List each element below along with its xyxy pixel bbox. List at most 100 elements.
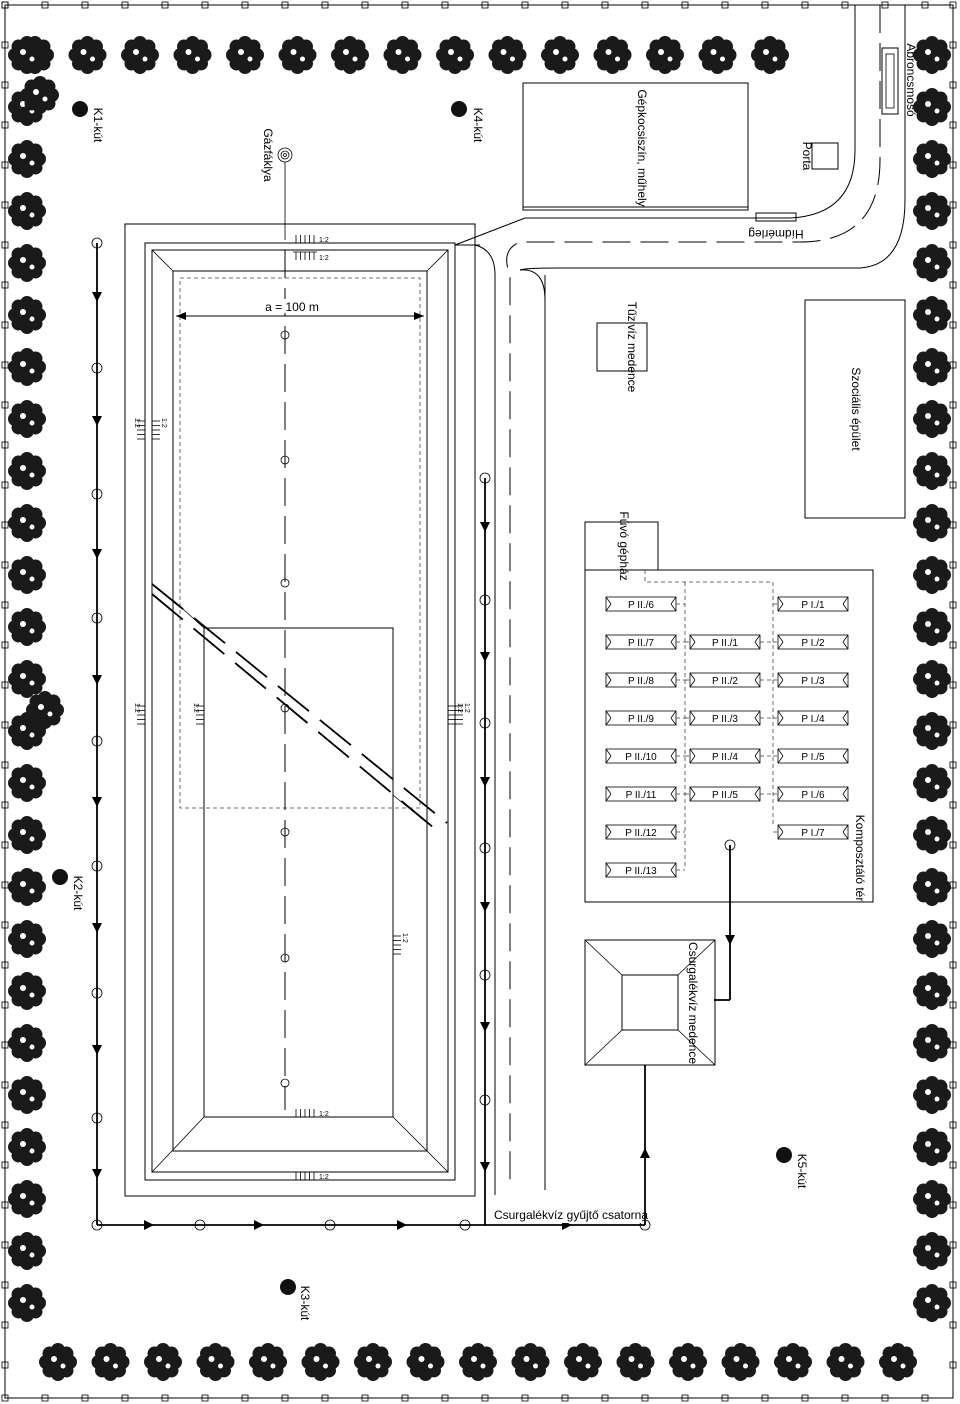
fence-post (321, 1, 329, 9)
fence-post (1, 1394, 9, 1402)
pile-edge (777, 748, 784, 757)
pile-edge (754, 786, 761, 795)
tree-highlight (934, 160, 940, 166)
tree-lobe (933, 299, 948, 314)
tree-highlight (405, 56, 410, 62)
fence-post (801, 1, 809, 9)
fence-post (1, 321, 9, 329)
tree (913, 504, 951, 542)
pile-edge (605, 869, 612, 878)
tree-highlight (934, 628, 940, 634)
pile-edge (605, 862, 612, 871)
compost-pile: P II./2 (689, 672, 761, 688)
tree-highlight (38, 704, 44, 710)
pile-edge (777, 679, 784, 688)
gate-building (811, 142, 839, 170)
tree-highlight (20, 1089, 26, 1095)
fence-post (561, 1, 569, 9)
tree-lobe (28, 1079, 43, 1094)
tree-highlight (29, 212, 35, 218)
compost-pile: P II./8 (605, 672, 677, 688)
tree-highlight (934, 836, 940, 842)
tree-highlight (29, 524, 35, 530)
slope-mark: 1:2 (151, 418, 167, 442)
fence-post (641, 1, 649, 9)
tree-highlight (925, 881, 931, 887)
tree-highlight (20, 725, 26, 731)
slope-label: 1:2 (133, 703, 140, 713)
tree (278, 36, 317, 74)
tree-highlight (720, 56, 725, 62)
tree (913, 244, 951, 282)
tree-highlight (925, 1193, 931, 1199)
tree (698, 36, 737, 74)
tree-highlight (934, 576, 940, 582)
compost-pile: P I./5 (777, 748, 849, 764)
gas-well (280, 953, 290, 963)
pile-label: P I./7 (801, 828, 825, 839)
tree (91, 1343, 130, 1381)
well-k1 (72, 101, 88, 117)
slope-label: 1:2 (160, 418, 167, 428)
slope-mark: 1:2 (454, 703, 470, 727)
tree-highlight (20, 1193, 26, 1199)
fence-post (281, 1394, 289, 1402)
pile-edge (605, 634, 612, 643)
fire-water-label: Tűzivíz medence (625, 302, 639, 393)
flow-arrow (640, 1148, 650, 1158)
ditch-markers (91, 237, 736, 1231)
flow-arrow (92, 675, 102, 685)
fence-post (1, 441, 9, 449)
pile-outline (777, 596, 849, 612)
tree (301, 1343, 340, 1381)
well-k3-label: K3-kút (298, 1286, 312, 1321)
tree-lobe (28, 403, 43, 418)
tree-highlight (20, 257, 26, 263)
tree (226, 36, 264, 74)
pile-edge (842, 786, 849, 795)
tree-lobe (28, 143, 43, 158)
fence-post (1, 121, 9, 129)
compost-pile: P I./6 (777, 786, 849, 802)
fence-post (1, 881, 9, 889)
tree-highlight (553, 49, 559, 55)
fence-post (1, 961, 9, 969)
gas-well (280, 827, 290, 837)
tree-highlight (605, 49, 612, 55)
tree-lobe (933, 767, 948, 782)
tree-lobe (456, 39, 471, 54)
fence-post (41, 1394, 49, 1402)
tree (913, 348, 951, 386)
tree-highlight (103, 1356, 110, 1362)
pile-edge (842, 831, 849, 840)
tree-highlight (795, 1363, 801, 1369)
ditch-node (91, 735, 103, 747)
flow-arrow (92, 797, 102, 807)
tree-highlight (934, 680, 940, 686)
tree-highlight (891, 1356, 897, 1362)
tree-lobe (426, 1346, 441, 1361)
pile-label: P II./6 (628, 600, 654, 611)
tree-highlight (29, 368, 35, 374)
fence-post (949, 81, 957, 89)
tree-highlight (185, 49, 192, 55)
slope-label: 1:2 (401, 933, 408, 943)
compost-pile: P II./5 (689, 786, 761, 802)
tree-lobe (59, 1346, 74, 1361)
tree-highlight (925, 49, 931, 55)
tree-highlight (20, 569, 26, 575)
tree (121, 36, 159, 74)
pile-label: P II./13 (625, 866, 657, 877)
pile-edge (689, 793, 696, 802)
pile-edge (605, 603, 612, 612)
tree-highlight (934, 732, 940, 738)
tree-highlight (900, 1363, 906, 1369)
ditch-node (91, 860, 103, 872)
tree-lobe (933, 715, 948, 730)
tree-highlight (29, 160, 35, 166)
tree (8, 1076, 46, 1114)
pile-edge (842, 634, 849, 643)
fence-post (1, 241, 9, 249)
flow-arrow (254, 1220, 264, 1230)
compost-pile: P I./7 (777, 824, 849, 840)
